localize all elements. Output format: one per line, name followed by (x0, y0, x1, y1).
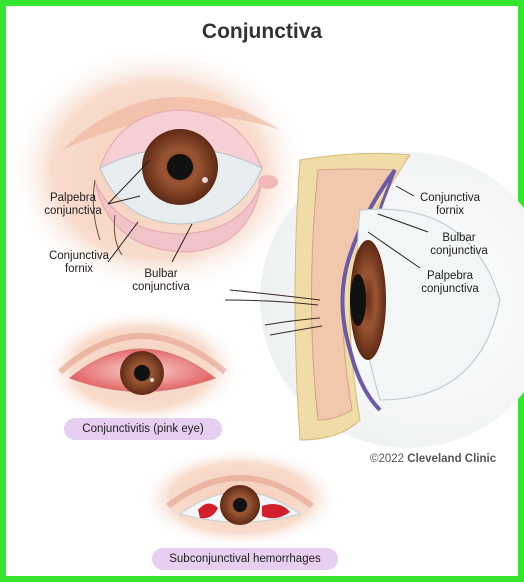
side-pupil (350, 274, 366, 326)
caption-pink-eye: Conjunctivitis (pink eye) (64, 418, 222, 440)
front-pupil (167, 154, 193, 180)
label-side-fornix: Conjunctiva fornix (414, 192, 486, 218)
caption-hemorrhage: Subconjunctival hemorrhages (152, 548, 338, 570)
copyright-org: Cleveland Clinic (407, 453, 496, 465)
label-line-1: Conjunctiva (46, 250, 112, 263)
label-line-2: fornix (46, 263, 112, 276)
pink-eye-illustration (42, 310, 242, 426)
label-line-2: fornix (414, 205, 486, 218)
label-front-bulbar: Bulbar conjunctiva (126, 268, 196, 294)
copyright-credit: ©2022 Cleveland Clinic (370, 453, 496, 465)
label-line-2: conjunctiva (414, 283, 486, 296)
hemorrhage-illustration (140, 448, 340, 548)
label-line-2: conjunctiva (40, 205, 106, 218)
label-side-bulbar: Bulbar conjunctiva (424, 232, 494, 258)
label-line-1: Palpebra (40, 192, 106, 205)
label-line-2: conjunctiva (424, 245, 494, 258)
label-line-1: Bulbar (126, 268, 196, 281)
front-highlight (202, 177, 208, 183)
label-side-palpebra: Palpebra conjunctiva (414, 270, 486, 296)
label-line-1: Bulbar (424, 232, 494, 245)
label-line-2: conjunctiva (126, 281, 196, 294)
label-line-1: Conjunctiva (414, 192, 486, 205)
figure-title: Conjunctiva (0, 20, 524, 44)
label-front-palpebra: Palpebra conjunctiva (40, 192, 106, 218)
label-line-1: Palpebra (414, 270, 486, 283)
copyright-year: ©2022 (370, 453, 404, 465)
caruncle (258, 175, 278, 189)
label-front-fornix: Conjunctiva fornix (46, 250, 112, 276)
